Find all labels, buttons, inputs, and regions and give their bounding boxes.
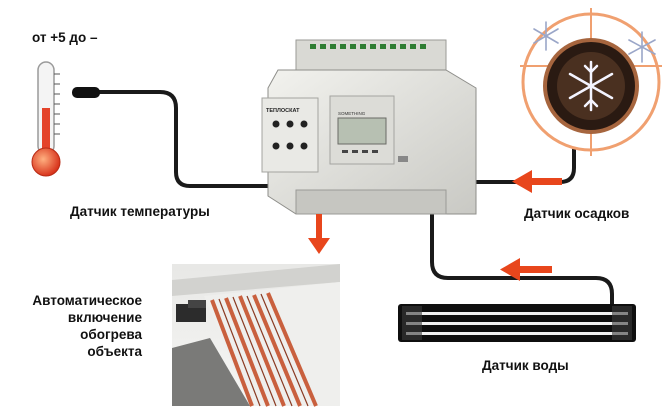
precipitation-sensor-label: Датчик осадков: [524, 206, 630, 221]
device-display-text: SOMETHING: [338, 111, 366, 116]
auto-heating-line: включение: [67, 310, 142, 325]
snowflake-icon: [533, 21, 559, 51]
auto-heating-line: объекта: [87, 344, 142, 359]
arrow-down-icon: [308, 214, 330, 254]
controller-device: [261, 39, 477, 215]
roof-photo: [172, 264, 340, 407]
temperature-range-label: от +5 до –: [32, 30, 98, 45]
auto-heating-line: обогрева: [80, 327, 142, 342]
snowflake-icon: [568, 60, 614, 112]
water-sensor: [398, 304, 636, 342]
temperature-probe: [72, 87, 100, 98]
device-brand-label: ТЕПЛОСКАТ: [266, 108, 300, 114]
arrow-left-icon: [512, 170, 562, 193]
auto-heating-line: Автоматическое: [32, 293, 142, 308]
snowflake-icon: [628, 31, 656, 63]
auto-heating-label: Автоматическое включение обогрева объект…: [6, 292, 142, 360]
thermometer-icon: [31, 61, 61, 177]
temperature-sensor-label: Датчик температуры: [70, 204, 210, 219]
arrow-left-icon: [500, 258, 552, 281]
water-sensor-label: Датчик воды: [482, 358, 569, 373]
cable-temperature: [98, 90, 268, 188]
cable-water: [430, 214, 614, 304]
